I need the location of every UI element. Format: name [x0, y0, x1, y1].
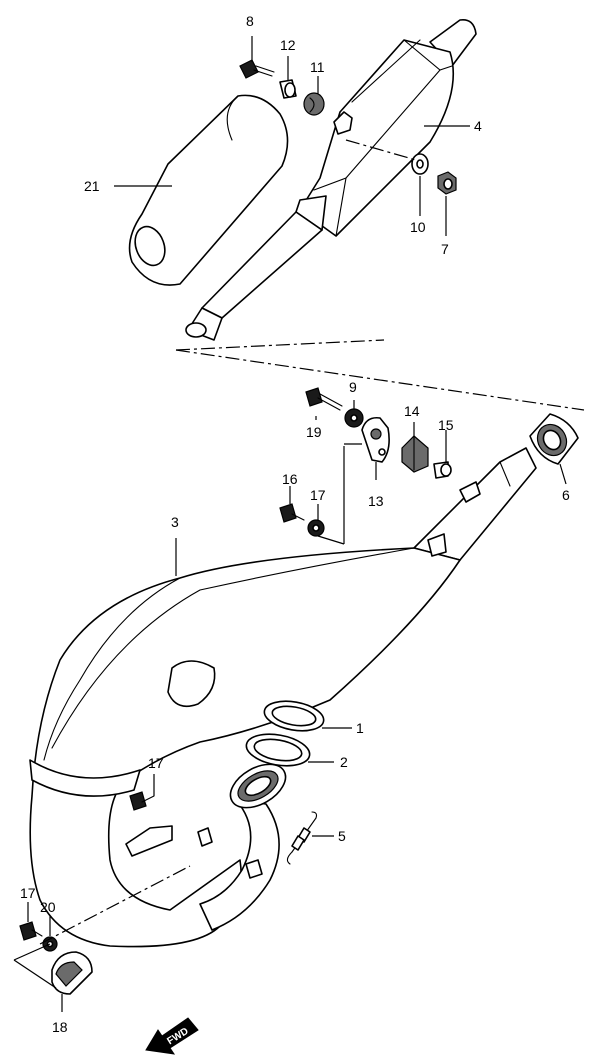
washer-part-9 — [344, 408, 364, 428]
callout-4: 4 — [474, 118, 482, 134]
header-pipe — [197, 763, 287, 931]
callout-22: 21 — [84, 178, 100, 194]
callout-6: 6 — [562, 487, 570, 503]
spring-part-5 — [286, 811, 318, 865]
collar-part-15 — [433, 461, 452, 479]
damper-part-14 — [401, 435, 429, 473]
callout-14: 14 — [404, 403, 420, 419]
callout-16: 16 — [282, 471, 298, 487]
exhaust-pipe-part-3 — [29, 447, 537, 948]
callout-19: 18 — [52, 1019, 68, 1035]
bolt-part-20 — [305, 387, 343, 411]
bolt-part-17-lower — [19, 921, 43, 941]
bolt-part-16 — [279, 503, 305, 523]
damper-part-11 — [303, 92, 325, 116]
washer-part-10 — [411, 153, 429, 175]
callout-8: 8 — [246, 13, 254, 29]
callout-21: 20 — [40, 899, 56, 915]
silencer-cover-part-22 — [128, 94, 289, 286]
fwd-arrow-icon: FWD — [145, 1017, 199, 1055]
muffler-part-4 — [185, 18, 477, 341]
callout-20: 19 — [306, 424, 322, 440]
callout-7: 7 — [441, 241, 449, 257]
callout-1: 1 — [356, 720, 364, 736]
collar-part-12 — [279, 79, 297, 99]
callout-11: 11 — [310, 59, 325, 75]
washer-part-18 — [307, 519, 325, 537]
protector-part-19 — [51, 951, 93, 995]
callout-12: 12 — [280, 37, 296, 53]
gasket-part-6 — [529, 413, 579, 465]
callout-13: 13 — [368, 493, 384, 509]
callout-9: 9 — [349, 379, 357, 395]
callout-2: 2 — [340, 754, 348, 770]
callout-10: 10 — [410, 219, 426, 235]
callout-18: 17 — [310, 487, 326, 503]
callout-17-lower: 17 — [20, 885, 36, 901]
callout-17-upper: 17 — [148, 755, 164, 771]
gasket-part-2 — [245, 733, 311, 767]
bolt-part-17-upper — [129, 791, 155, 811]
bracket-part-13 — [361, 416, 390, 463]
callout-5: 5 — [338, 828, 346, 844]
callout-3: 3 — [171, 514, 179, 530]
gasket-part-1 — [263, 700, 325, 732]
nut-part-7 — [437, 171, 457, 195]
bolt-part-8 — [239, 59, 275, 79]
callout-15: 15 — [438, 417, 454, 433]
